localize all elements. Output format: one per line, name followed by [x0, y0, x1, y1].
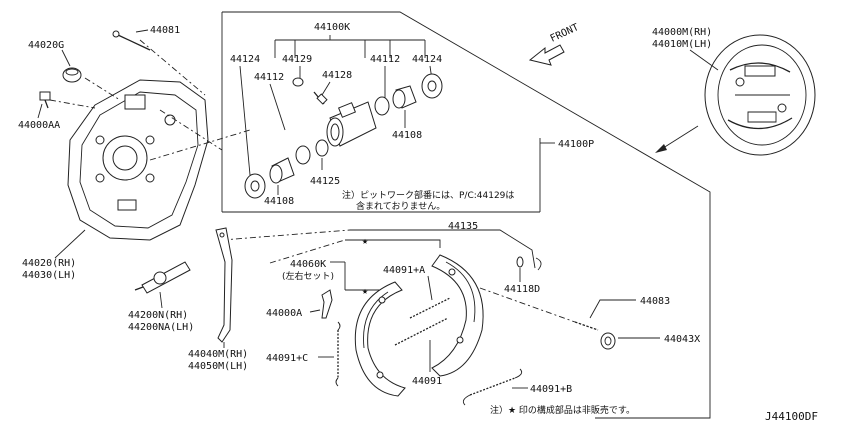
label-44020RH: 44020(RH): [22, 258, 76, 269]
label-44000A: 44000A: [266, 308, 302, 319]
bleeder-screw-44128: [313, 91, 328, 105]
label-44135: 44135: [448, 221, 478, 232]
label-44050M: 44050M(LH): [188, 361, 248, 372]
boot-44124-left: [244, 173, 266, 199]
diagram-code: J44100DF: [765, 410, 818, 423]
bolt-44000AA: [39, 91, 51, 109]
label-44112-right: 44112: [370, 54, 400, 65]
label-44100P: 44100P: [558, 139, 594, 150]
label-44108-left: 44108: [264, 196, 294, 207]
cup-44112-right: [374, 96, 390, 116]
parking-lever-44040M: [215, 227, 233, 343]
piston-44108-left: [269, 157, 295, 184]
piston-44108-right: [392, 85, 417, 109]
label-44000M: 44000M(RH): [652, 27, 712, 38]
label-44043X: 44043X: [664, 334, 700, 345]
bleeder-cap-44129: [292, 77, 304, 87]
label-44091B: 44091+B: [530, 384, 572, 395]
svg-text:★: ★: [362, 286, 368, 297]
cylinder-body: [326, 101, 377, 147]
spring-44125: [315, 139, 329, 157]
adjuster-44200N: [134, 261, 191, 294]
brake-shoe-left: [354, 281, 406, 397]
note-pipework-line2: 含まれておりません。: [356, 200, 445, 212]
front-label: FRONT: [549, 22, 581, 45]
brake-shoe-right: [431, 254, 484, 377]
label-44091A: 44091+A: [383, 265, 425, 276]
label-44060K-set: (左右セット): [282, 270, 334, 282]
label-44100K: 44100K: [314, 22, 350, 33]
label-44108-right: 44108: [392, 130, 422, 141]
label-44118D: 44118D: [504, 284, 540, 295]
label-44091C: 44091+C: [266, 353, 308, 364]
label-44040M: 44040M(RH): [188, 349, 248, 360]
clip-44118D: [516, 256, 542, 271]
label-44081: 44081: [150, 25, 180, 36]
label-44030LH: 44030(LH): [22, 270, 76, 281]
svg-text:★: ★: [362, 236, 368, 247]
label-44200N: 44200N(RH): [128, 310, 188, 321]
label-44125: 44125: [310, 176, 340, 187]
wheel-cylinder-box: [221, 11, 711, 419]
label-44124-left: 44124: [230, 54, 260, 65]
cap-44043X: [600, 332, 616, 350]
label-44010M: 44010M(LH): [652, 39, 712, 50]
note-pipework-line1: 注）ピットワーク部番には、P/C:44129は: [342, 189, 514, 201]
spring-44091C: [335, 321, 341, 387]
boot-44124-right: [421, 73, 443, 99]
spring-44083: [574, 321, 599, 331]
label-44112-left: 44112: [254, 72, 284, 83]
label-44083: 44083: [640, 296, 670, 307]
brake-assembly: [704, 34, 816, 156]
spring-44091A: [409, 297, 451, 319]
label-44129: 44129: [282, 54, 312, 65]
label-44091: 44091: [412, 376, 442, 387]
spring-44091: [394, 317, 449, 346]
cup-44112-left: [295, 145, 311, 165]
label-44000AA: 44000AA: [18, 120, 60, 131]
assembly-arrow-icon: [655, 125, 699, 153]
note-star: 注）★ 印の構成部品は非販売です。: [490, 404, 635, 416]
plug-44020G: [62, 67, 82, 83]
label-44200NA: 44200NA(LH): [128, 322, 194, 333]
backing-plate: [67, 79, 209, 241]
pin-44000A: [321, 289, 333, 319]
spring-44091B: [462, 368, 523, 406]
star-bracket: ★ ★: [344, 236, 441, 297]
label-44128: 44128: [322, 70, 352, 81]
label-44060K: 44060K: [290, 259, 326, 270]
front-arrow-icon: [528, 44, 565, 66]
label-44124-right: 44124: [412, 54, 442, 65]
label-44020G: 44020G: [28, 40, 64, 51]
bolt-44081: [112, 30, 151, 51]
